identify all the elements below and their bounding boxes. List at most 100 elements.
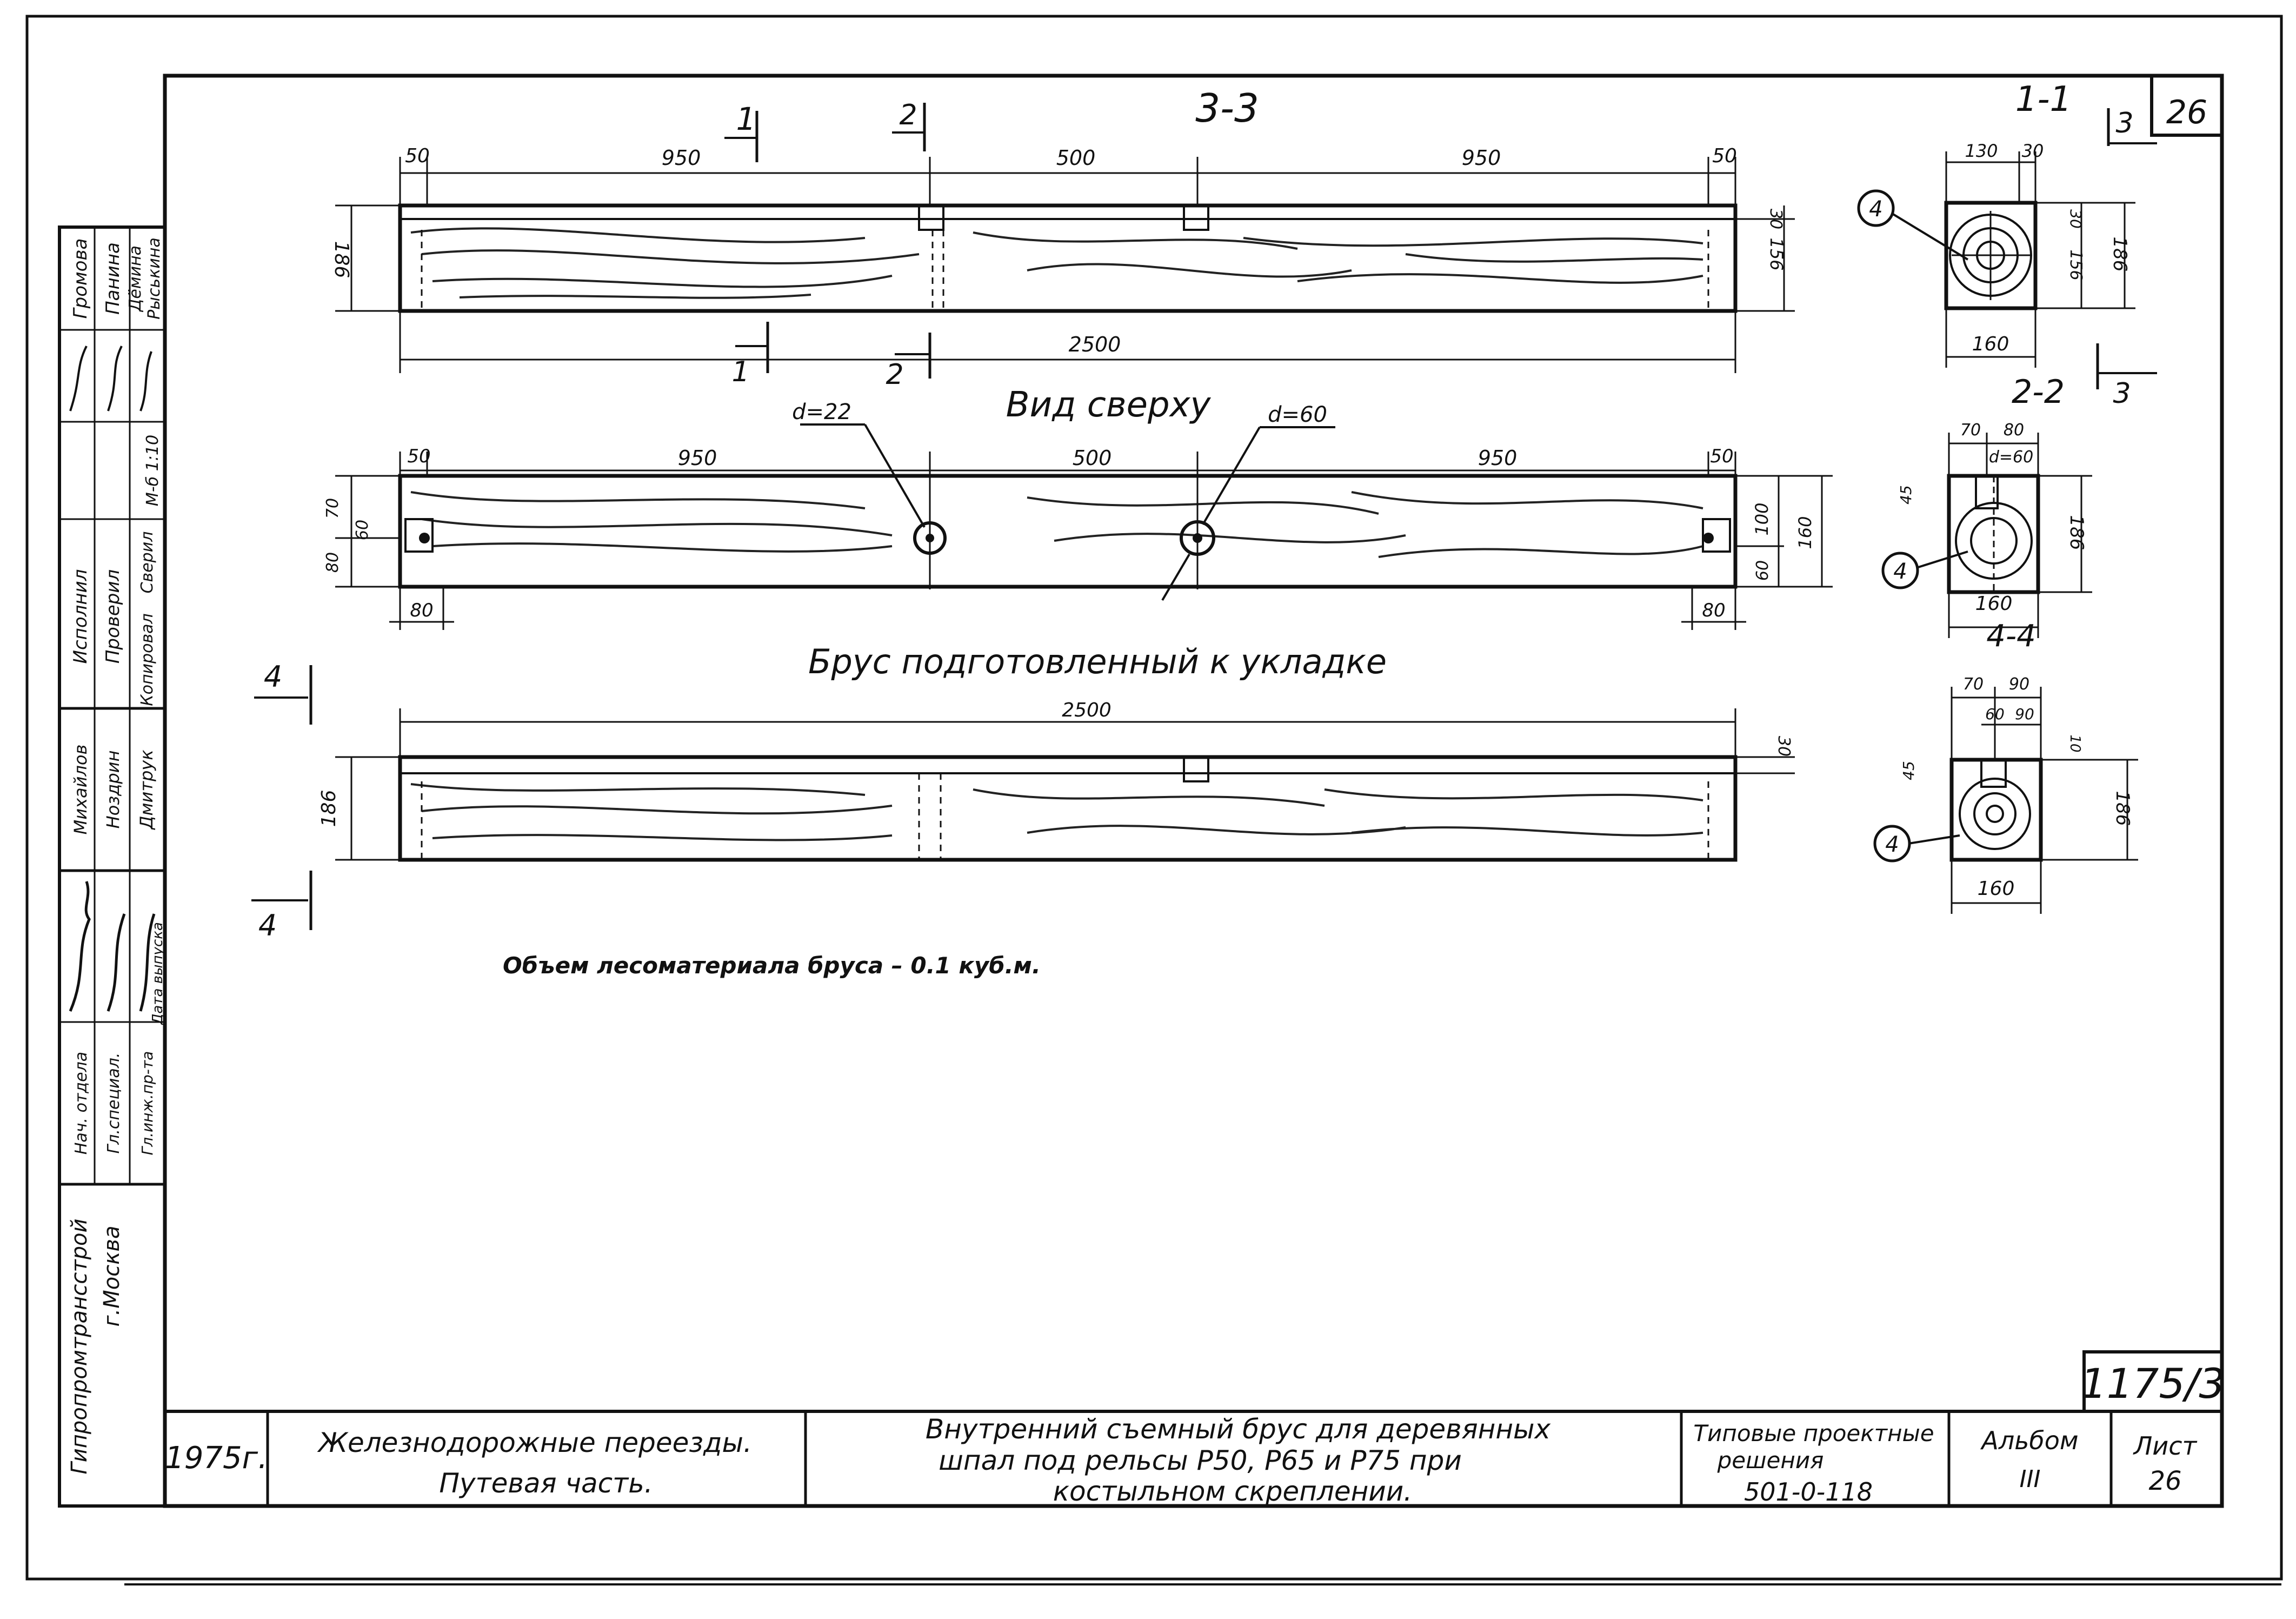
stamp-role-5: Проверил [102,569,124,663]
stamp-name-0: Михайлов [70,745,91,835]
tb-series-1: Типовые проектные [1693,1420,1934,1447]
top-dim-left: 950 [678,446,717,470]
drawing-code-box [2082,1350,2224,1413]
s22-top-b: 80 [2004,421,2024,440]
prepared-height: 186 [318,790,340,827]
tb-year: 1975г. [165,1441,268,1476]
tb-title-1: Внутренний съемный брус для деревянных [926,1414,1551,1445]
top-left-dim-a: 80 [323,552,342,573]
side-total-length: 2500 [1069,333,1121,356]
svg-text:4: 4 [1885,832,1899,857]
s22-top-a: 70 [1960,421,1981,440]
sheet-number: 26 [2166,94,2207,131]
s44-right: 10 [2067,734,2083,752]
stamp-name-3: Громова [70,238,91,319]
side-dim-right: 950 [1462,146,1501,170]
section-mark-3-bottom: 3 [2113,377,2131,410]
top-end-pad-left: 80 [410,600,433,621]
stamp-name-1: Ноздрин [103,751,123,829]
signature-2 [69,881,156,1012]
s11-top-b: 30 [2022,141,2044,161]
hole-small-label: d=22 [792,400,851,424]
stamp-role-7: Копировал [138,613,157,706]
stamp-name-5: Дёмина [126,245,145,313]
tb-series-code: 501-0-118 [1744,1477,1873,1507]
tb-subject-2: Путевая часть. [439,1468,653,1499]
stamp-role-8: М-б 1:10 [143,435,162,506]
stamp-name-4: Панина [102,242,124,315]
stamp-role-4: Исполнил [70,569,91,664]
s44-inner-b: 90 [2015,705,2034,723]
prepared-total-length: 2500 [1062,699,1112,721]
s11-bottom: 160 [1972,333,2009,355]
top-dim-end-left: 50 [407,446,430,467]
section-4-4-title: 4-4 [1986,619,2035,654]
s11-height: 186 [2109,237,2131,272]
cut-mark-4-bottom: 4 [258,908,277,943]
volume-note: Объем лесоматериала бруса – 0.1 куб.м. [503,952,1041,979]
signature-1 [69,346,152,412]
tb-subject-1: Железнодорожные переезды. [317,1427,752,1458]
side-right-height: 156 [1766,237,1787,270]
prepared-beam [398,755,1738,862]
stamp-name-6: Рыськина [145,237,164,320]
s11-top-a: 130 [1965,141,1998,161]
tb-title-3: костыльном скреплении. [1053,1476,1412,1507]
s44-bottom: 160 [1978,878,2015,900]
tb-sheet-label: Лист [2133,1431,2198,1461]
side-dim-middle: 500 [1056,146,1096,170]
stamp-role-0: Нач. отдела [72,1052,91,1154]
stamp-name-2: Дмитрук [136,749,157,831]
title-block: 1975г. Железнодорожные переезды. Путевая… [165,1350,2225,1507]
s44-height: 186 [2112,791,2133,826]
s22-left: 45 [1897,485,1915,505]
sheet-number-box: 26 [2150,74,2224,137]
top-dim-end-right: 50 [1710,446,1733,467]
stamp-role-2: Гл.инж.пр-та [138,1051,156,1156]
top-view-title: Вид сверху [1006,385,1212,425]
s22-height: 186 [2066,515,2087,550]
side-height: 186 [330,241,352,278]
top-view: Вид сверху d=22 d=60 50 950 500 950 50 [323,385,1833,630]
cut-mark-2-top: 2 [899,99,917,131]
tb-series-2: решения [1717,1447,1824,1474]
section-1-1: 1-1 130 30 160 156 30 186 4 3 3 [1857,79,2157,410]
top-view-beam [398,474,1738,589]
s22-hole: d=60 [1989,448,2033,467]
cut-mark-4-top: 4 [264,660,282,694]
side-view: 3-3 50 950 500 950 50 2500 186 [330,85,1795,391]
cut-mark-2-bottom: 2 [886,359,903,391]
side-dim-end-left: 50 [405,145,430,167]
outer-frame [25,15,2283,1581]
section-4-4: 4-4 70 90 60 90 45 10 160 186 4 [1873,619,2138,914]
s44-inner-a: 60 [1985,705,2005,723]
tb-album-value: III [2020,1465,2041,1493]
top-right-dim-b: 60 [1753,560,1772,581]
top-right-dim-a: 100 [1752,502,1772,535]
top-left-dim-b: 70 [323,498,342,519]
stamp-role-3: Дата выпуска [150,922,166,1025]
stamp-city: г.Москва [99,1226,124,1327]
section-mark-3-top: 3 [2115,107,2133,140]
prepared-view: Брус подготовленный к укладке 2500 186 3… [251,642,1795,943]
section-2-2-title: 2-2 [2012,373,2065,411]
top-dim-right: 950 [1478,446,1518,470]
prepared-offset: 30 [1774,736,1793,757]
s44-left: 45 [1900,761,1918,780]
section-2-2: 2-2 70 80 d=60 45 160 186 4 [1881,373,2092,638]
side-dim-end-right: 50 [1712,145,1737,167]
drawing-frame [163,74,2224,1508]
top-end-pad-right: 80 [1702,600,1725,621]
stamp-role-6: Сверил [138,532,157,594]
side-right-offset: 30 [1766,209,1785,229]
drawing-code: 1175/3 [2080,1359,2225,1408]
side-dim-left: 950 [662,146,701,170]
s22-callout [1881,552,1919,589]
section-1-1-title: 1-1 [2015,79,2072,120]
svg-text:4: 4 [1893,559,1907,584]
top-right-dim-c: 160 [1795,516,1815,549]
hole-large-label: d=60 [1268,402,1327,427]
s11-right-b: 30 [2067,209,2085,229]
tb-sheet-value: 26 [2148,1466,2181,1496]
